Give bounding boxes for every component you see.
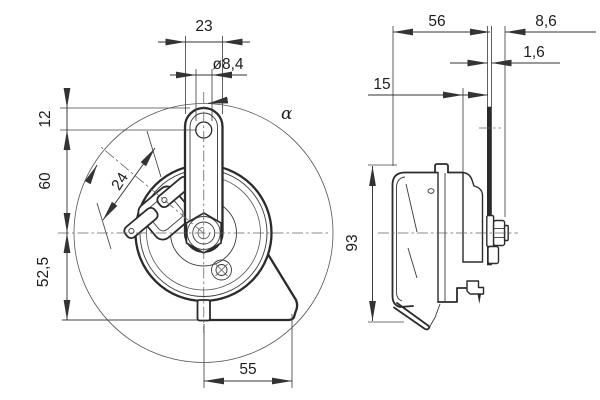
dim-label-93: 93 bbox=[344, 234, 361, 251]
mouth-vent-hole bbox=[427, 188, 435, 194]
angle-alpha-label: α bbox=[281, 104, 293, 124]
dim-depth-56: 56 bbox=[393, 13, 490, 36]
body-bottom-step bbox=[437, 287, 468, 303]
dim-label-23: 23 bbox=[195, 18, 212, 35]
dim-offset-15: 15 bbox=[368, 76, 488, 99]
dim-label-8-4: ø8,4 bbox=[212, 56, 243, 73]
terminal-base-side bbox=[466, 280, 485, 295]
dim-label-8-6: 8,6 bbox=[535, 13, 557, 30]
horn-mouth bbox=[391, 171, 438, 308]
rim-tab bbox=[434, 163, 449, 174]
dim-label-15: 15 bbox=[373, 76, 390, 93]
dim-rear-8-6: 8,6 bbox=[505, 13, 596, 36]
foot-return-edge bbox=[429, 303, 441, 328]
dim-terminal-spacing-24: 24 bbox=[96, 130, 162, 250]
dim-base-width-55: 55 bbox=[203, 314, 293, 388]
terminal-tip-side bbox=[477, 294, 481, 304]
dim-label-24: 24 bbox=[108, 169, 132, 193]
terminal-housing-inner bbox=[146, 194, 184, 232]
foot-edge-bottom bbox=[393, 306, 431, 331]
dim-left-column: 12 60 52,5 bbox=[35, 88, 197, 320]
mouth-cone-line bbox=[405, 183, 418, 233]
foot-edge-top bbox=[396, 302, 429, 327]
dim-label-56: 56 bbox=[428, 13, 445, 30]
bracket-plate bbox=[486, 106, 492, 266]
front-dimensions: 23 ø8,4 12 60 52,5 bbox=[35, 18, 293, 388]
horn-mouth-inner bbox=[396, 176, 406, 302]
dim-label-12: 12 bbox=[37, 110, 54, 127]
dim-label-52-5: 52,5 bbox=[35, 257, 52, 287]
dim-hole-dia-8-4: ø8,4 bbox=[170, 56, 247, 121]
side-dimensions: 56 8,6 1,6 15 93 bbox=[344, 13, 596, 323]
dim-height-93: 93 bbox=[344, 164, 404, 323]
thread-arc bbox=[197, 226, 210, 240]
dim-mounting-angle-alpha: α bbox=[84, 96, 293, 185]
dim-thickness-1-6: 1,6 bbox=[450, 44, 560, 67]
terminal-2-hole bbox=[128, 227, 135, 235]
dim-label-1-6: 1,6 bbox=[523, 44, 545, 61]
dim-label-60: 60 bbox=[37, 172, 54, 190]
mouth-cone-line-2 bbox=[407, 247, 418, 279]
rear-housing-shoulder bbox=[462, 171, 484, 196]
side-view bbox=[378, 106, 518, 331]
dim-label-55: 55 bbox=[239, 361, 256, 378]
cover-screw bbox=[211, 259, 232, 281]
